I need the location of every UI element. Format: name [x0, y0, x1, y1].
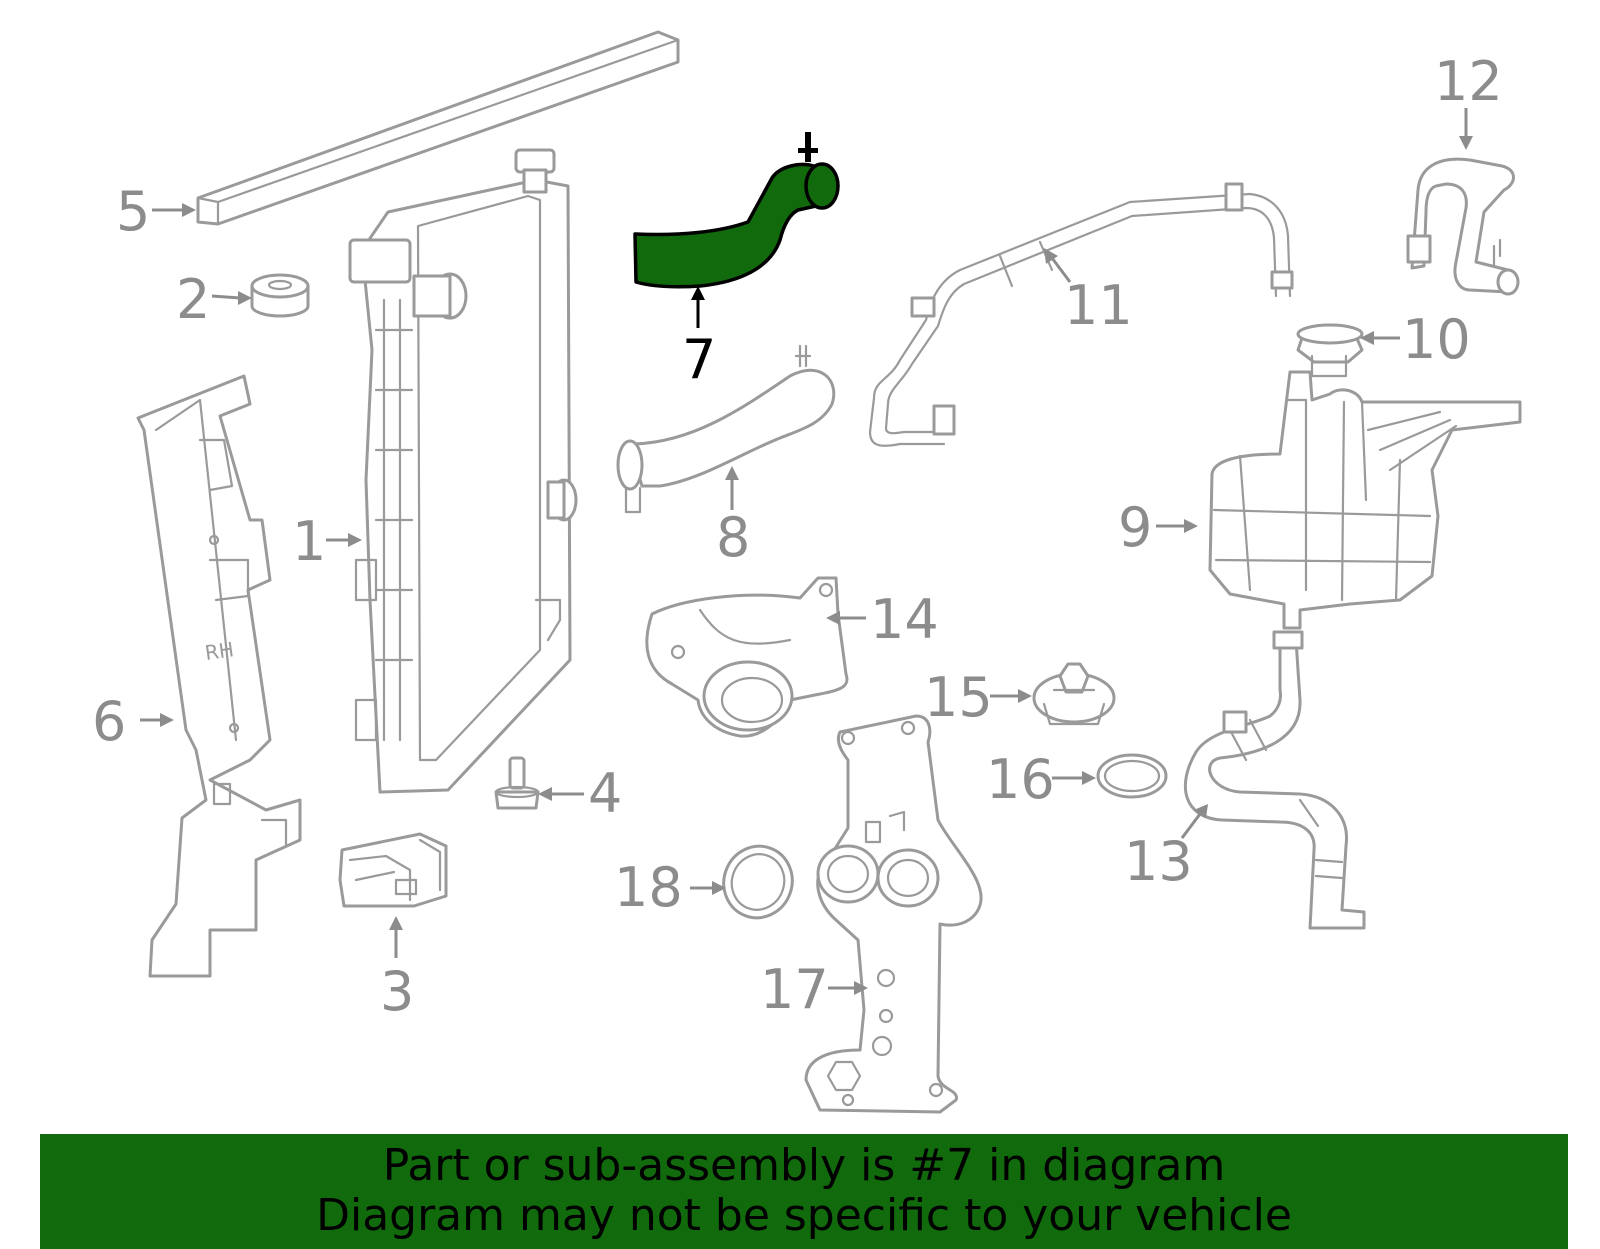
callout-1: 1 [292, 510, 326, 573]
callout-5: 5 [116, 180, 150, 243]
leader-lines [140, 108, 1473, 995]
banner-line-1: Part or sub-assembly is #7 in diagram [382, 1140, 1226, 1191]
part-17-water-outlet-housing [804, 714, 983, 1114]
part-2-grommet [250, 273, 310, 318]
callout-4: 4 [588, 762, 622, 825]
part-11-bypass-hose [868, 182, 1294, 447]
callout-18: 18 [614, 856, 683, 919]
callout-10: 10 [1402, 308, 1471, 371]
part-14-thermostat-housing [645, 576, 849, 738]
callout-13: 13 [1124, 830, 1193, 893]
callout-9: 9 [1118, 496, 1152, 559]
svg-text:RH: RH [203, 637, 235, 665]
callout-14: 14 [870, 588, 939, 651]
part-9-coolant-reservoir [1208, 370, 1522, 630]
callout-11: 11 [1064, 274, 1133, 337]
part-3-bracket [338, 832, 448, 908]
callout-3: 3 [380, 960, 414, 1023]
part-16-o-ring [1096, 753, 1168, 799]
part-13-heater-hose [1183, 630, 1366, 930]
callout-2: 2 [176, 268, 210, 331]
part-4-bolt [494, 756, 540, 810]
callout-numbers: 5 2 1 6 3 4 7 8 9 10 11 12 13 14 15 16 1… [92, 50, 1503, 1023]
callout-12: 12 [1434, 50, 1503, 113]
banner-line-2: Diagram may not be specific to your vehi… [316, 1190, 1292, 1241]
part-5-seal-strip [196, 30, 680, 226]
part-6-air-deflector: RH [136, 374, 302, 978]
callout-7: 7 [682, 328, 716, 391]
part-1-radiator [348, 148, 578, 794]
callout-8: 8 [716, 506, 750, 569]
part-10-reservoir-cap [1296, 323, 1364, 378]
callout-15: 15 [924, 666, 993, 729]
part-8-lower-hose [616, 344, 836, 514]
part-18-o-ring [722, 844, 794, 920]
part-15-thermostat [1032, 662, 1116, 726]
part-7-upper-radiator-hose [633, 132, 840, 289]
callout-6: 6 [92, 690, 126, 753]
callout-16: 16 [986, 748, 1055, 811]
info-banner: Part or sub-assembly is #7 in diagram Di… [40, 1134, 1568, 1249]
callout-17: 17 [760, 958, 829, 1021]
part-12-vent-hose [1406, 157, 1520, 296]
